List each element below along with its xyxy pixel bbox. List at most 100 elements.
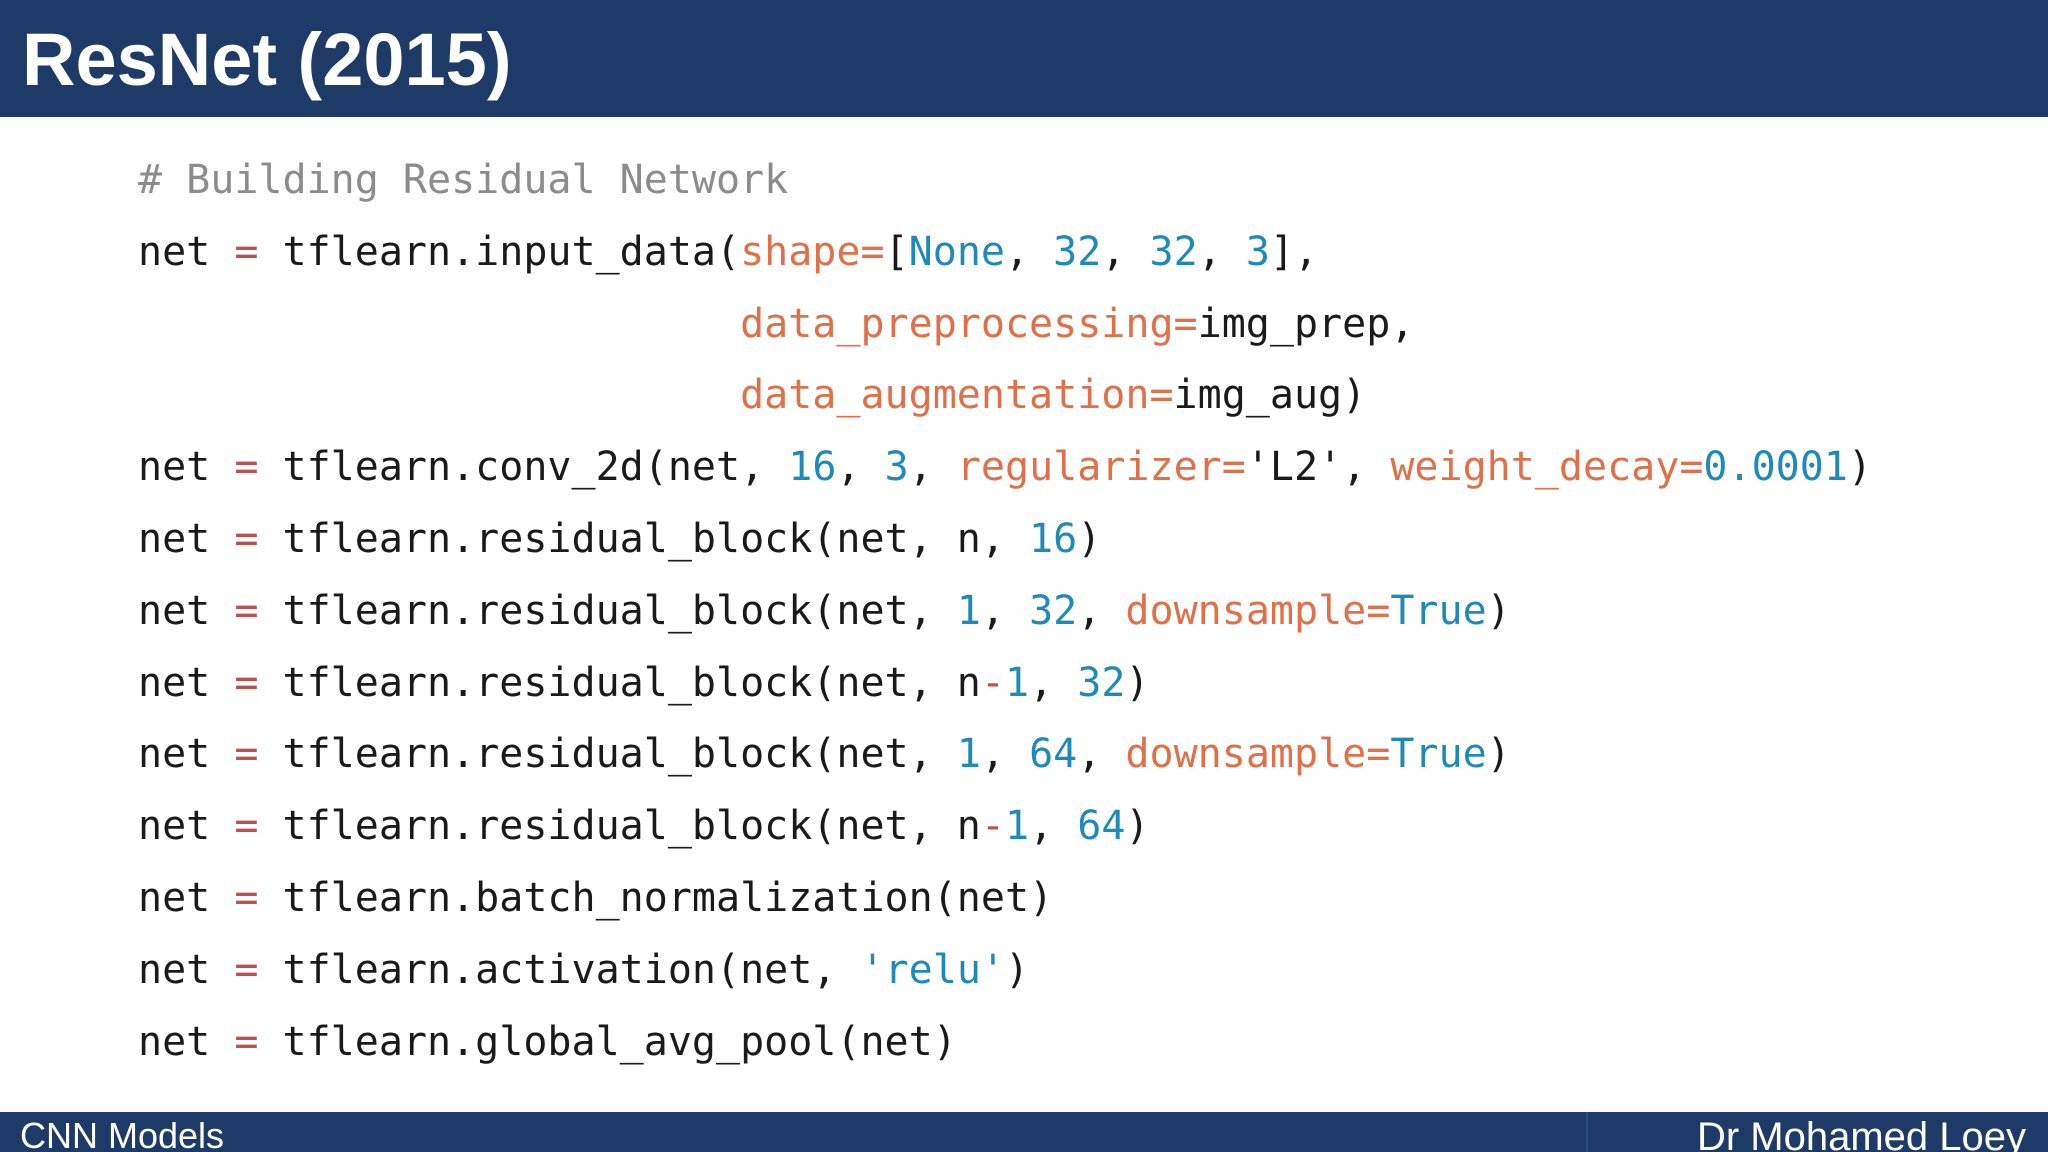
code-token: tflearn.batch_normalization(net) [258, 874, 1054, 921]
code-param-name: downsample= [1125, 731, 1391, 778]
code-token: net [138, 946, 235, 993]
code-line: data_preprocessing=img_prep, [138, 289, 1872, 361]
code-literal: 0.0001 [1703, 444, 1848, 491]
code-literal: 32 [1029, 587, 1078, 634]
code-literal: 3 [1245, 228, 1270, 275]
code-literal: None [908, 228, 1005, 275]
code-param-name: weight_decay= [1390, 444, 1704, 491]
code-token: net [138, 515, 235, 562]
code-literal: 32 [1053, 228, 1102, 275]
code-operator: = [234, 228, 259, 275]
code-token: tflearn.activation(net, [258, 946, 861, 993]
title-bar: ResNet (2015) [0, 0, 2048, 117]
code-token: , [1004, 228, 1054, 275]
code-token: , [1197, 228, 1246, 275]
code-literal: 1 [956, 587, 981, 634]
code-line: net = tflearn.residual_block(net, 1, 32,… [138, 576, 1872, 648]
code-line: net = tflearn.conv_2d(net, 16, 3, regula… [138, 432, 1872, 504]
code-literal: 64 [1077, 803, 1126, 850]
code-token: net [138, 228, 235, 275]
code-token: net [138, 1018, 235, 1065]
code-token: ) [1486, 731, 1511, 778]
code-token: , [980, 587, 1030, 634]
code-line: net = tflearn.global_avg_pool(net) [138, 1007, 1872, 1079]
code-param-name: regularizer= [956, 444, 1246, 491]
code-literal: 32 [1077, 659, 1126, 706]
code-token: img_prep, [1197, 300, 1415, 347]
footer-bar: CNN Models Dr Mohamed Loey [0, 1112, 2048, 1152]
code-token: net [138, 444, 235, 491]
code-token: , [1077, 731, 1126, 778]
code-token: img_aug) [1173, 372, 1367, 419]
code-param-name: shape= [740, 228, 885, 275]
code-line: net = tflearn.residual_block(net, 1, 64,… [138, 719, 1872, 791]
code-operator: - [980, 803, 1005, 850]
code-operator: = [234, 803, 259, 850]
code-token: net [138, 874, 235, 921]
code-operator: - [980, 659, 1005, 706]
code-token: , [908, 444, 957, 491]
code-literal: True [1390, 587, 1487, 634]
code-operator: = [234, 659, 259, 706]
code-token: tflearn.residual_block(net, n, [258, 515, 1030, 562]
code-token: tflearn.global_avg_pool(net) [258, 1018, 957, 1065]
code-operator: = [234, 515, 259, 562]
code-token: tflearn.residual_block(net, [258, 587, 957, 634]
code-operator: = [234, 444, 259, 491]
code-token: , [1029, 659, 1078, 706]
code-token: tflearn.conv_2d(net, [258, 444, 789, 491]
code-literal: 1 [956, 731, 981, 778]
code-param-name: downsample= [1125, 587, 1391, 634]
code-literal: 16 [788, 444, 837, 491]
code-token: 'L2' [1245, 444, 1343, 491]
code-token: , [1101, 228, 1150, 275]
slide-title: ResNet (2015) [22, 18, 512, 101]
code-operator: = [234, 731, 259, 778]
code-literal: 3 [884, 444, 909, 491]
code-operator: = [234, 1018, 259, 1065]
code-token: ) [1077, 515, 1102, 562]
code-operator: = [234, 587, 259, 634]
code-literal: 1 [1004, 659, 1030, 706]
code-token: ) [1486, 587, 1511, 634]
code-token: ], [1269, 228, 1319, 275]
code-token: , [980, 731, 1030, 778]
code-operator: = [234, 874, 259, 921]
code-line: net = tflearn.residual_block(net, n-1, 3… [138, 648, 1872, 720]
code-literal: 16 [1029, 515, 1078, 562]
code-line: data_augmentation=img_aug) [138, 360, 1872, 432]
code-token: tflearn.input_data( [258, 228, 741, 275]
code-token: , [836, 444, 885, 491]
code-token: tflearn.residual_block(net, n [258, 659, 981, 706]
code-param-name: data_preprocessing= [740, 300, 1198, 347]
code-token: net [138, 731, 235, 778]
footer-divider [1586, 1112, 1588, 1152]
code-token: tflearn.residual_block(net, [258, 731, 957, 778]
code-token: [ [884, 228, 909, 275]
code-line: net = tflearn.batch_normalization(net) [138, 863, 1872, 935]
code-token: , [1077, 587, 1126, 634]
code-token: tflearn.residual_block(net, n [258, 803, 981, 850]
code-token: net [138, 803, 235, 850]
code-token: ) [1125, 803, 1150, 850]
code-token: net [138, 587, 235, 634]
code-token: ) [1125, 659, 1150, 706]
code-line: # Building Residual Network [138, 145, 1872, 217]
code-line: net = tflearn.input_data(shape=[None, 32… [138, 217, 1872, 289]
code-literal: 1 [1004, 803, 1030, 850]
code-token [138, 372, 740, 418]
code-token: ) [1004, 946, 1030, 993]
code-token: net [138, 659, 235, 706]
code-operator: = [234, 946, 259, 993]
code-literal: 32 [1149, 228, 1198, 275]
footer-author: Dr Mohamed Loey [1696, 1115, 2026, 1152]
code-token: , [1029, 803, 1078, 850]
code-line: net = tflearn.activation(net, 'relu') [138, 935, 1872, 1007]
code-literal: True [1390, 731, 1487, 778]
code-line: net = tflearn.residual_block(net, n, 16) [138, 504, 1872, 576]
code-token: , [1342, 444, 1391, 491]
code-literal: 'relu' [860, 946, 1005, 993]
footer-section-label: CNN Models [20, 1115, 225, 1152]
